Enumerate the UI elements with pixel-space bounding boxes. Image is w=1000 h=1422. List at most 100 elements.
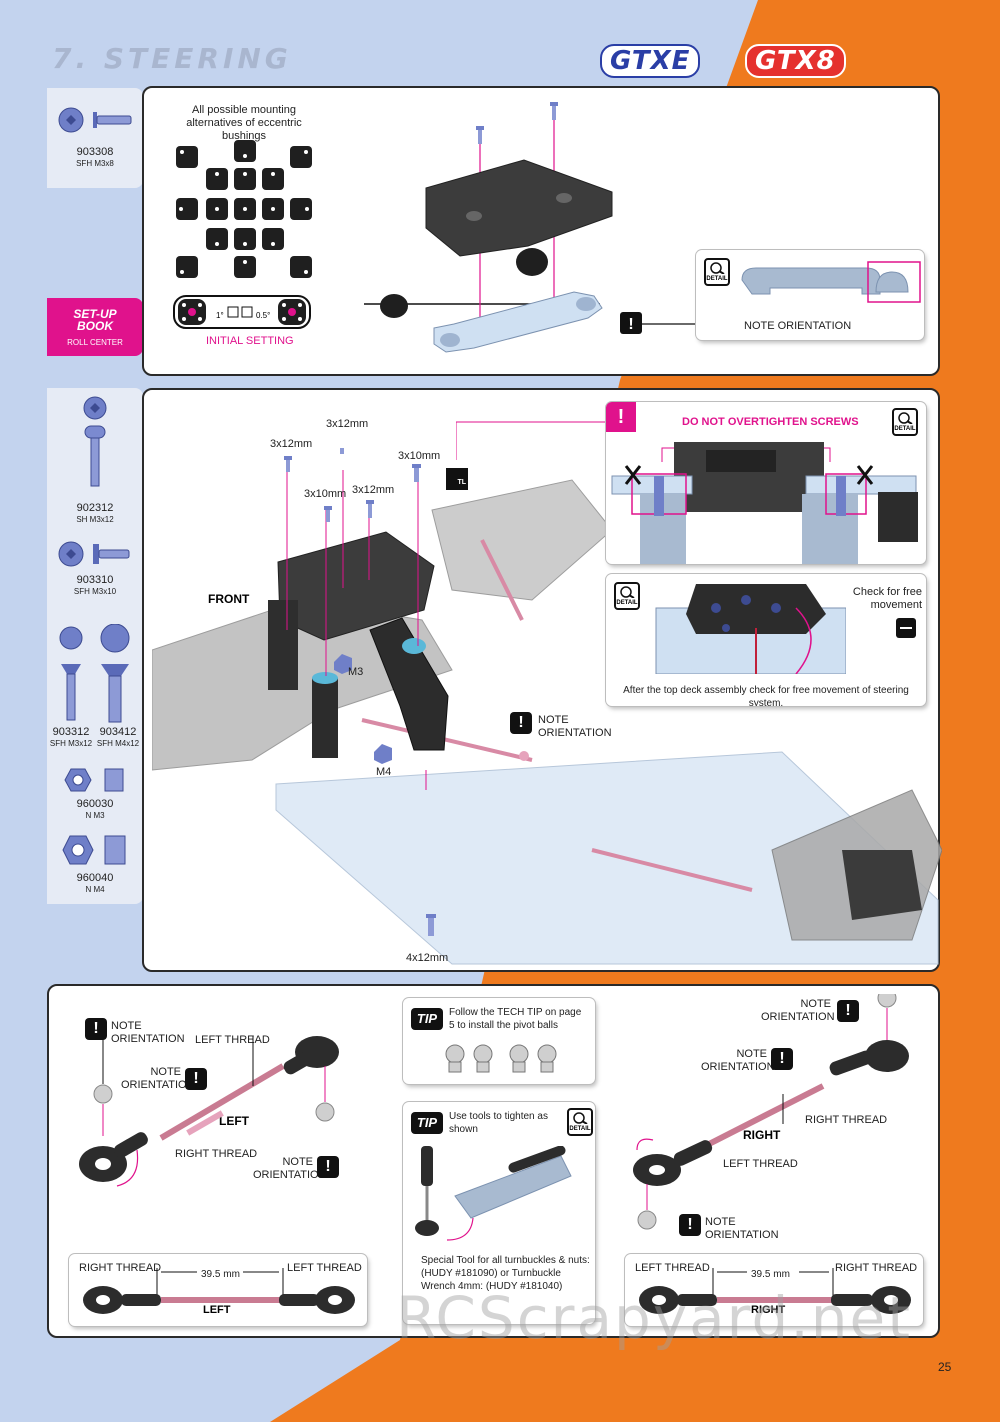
step3-panel: ! NOTE ORIENTATION LEFT THREAD NOTE ORIE… — [47, 984, 940, 1338]
right-thread-label: RIGHT THREAD — [835, 1262, 918, 1274]
eccentric-bushings-grid — [176, 140, 312, 278]
part-code: 903308 SFH M3x8 — [76, 146, 114, 168]
right-turnbuckle-exploded-diagram — [633, 994, 909, 1230]
left-thread-label: LEFT THREAD — [723, 1158, 798, 1170]
detail-icon: DETAIL — [704, 258, 730, 286]
detail-icon: DETAIL — [567, 1108, 593, 1136]
warning-connector-line — [456, 421, 606, 460]
detail-icon: DETAIL — [892, 408, 918, 436]
side-label-left: LEFT — [219, 1114, 249, 1128]
left-turnbuckle-exploded-diagram — [79, 1026, 339, 1187]
note-orientation-label: NOTE ORIENTATION — [705, 1216, 779, 1241]
step1-parts-panel: 903308 SFH M3x8 — [47, 88, 143, 188]
left-length-measure-box: RIGHT THREAD LEFT THREAD 39.5 mm LEFT — [69, 1254, 367, 1326]
warning-icon: ! — [771, 1048, 793, 1070]
screwdriver-icon — [896, 618, 916, 638]
chassis-steering-assembly-diagram — [152, 470, 942, 965]
tip-text: Follow the TECH TIP on page 5 to install… — [449, 1007, 582, 1031]
free-movement-diagram — [655, 584, 846, 674]
check-free-label: Check for free movement — [852, 586, 922, 611]
step1-panel: All possible mounting alternatives of ec… — [142, 86, 940, 376]
tip-badge: TIP — [411, 1008, 443, 1030]
right-turnbuckle-length-diagram — [639, 1268, 911, 1314]
section-title: 7. STEERING — [52, 42, 292, 75]
screw-label-3x10-a: 3x10mm — [398, 450, 441, 462]
setting-mark-2: 0.5° — [256, 311, 271, 320]
link-orientation-diagram — [741, 261, 921, 303]
brand-gtx8-logo: GTX8 — [745, 44, 846, 78]
side-label-right: RIGHT — [751, 1304, 786, 1316]
right-length-measure-box: LEFT THREAD RIGHT THREAD 39.5 mm RIGHT — [625, 1254, 923, 1326]
note-orientation-label: NOTE ORIENTATION — [761, 998, 835, 1023]
side-label-left: LEFT — [203, 1304, 231, 1316]
nut-label-m4: M4 — [376, 766, 392, 778]
warning-icon: ! — [85, 1018, 107, 1040]
overtighten-screws-diagram — [611, 442, 918, 564]
note-orientation-label: NOTE ORIENTATION — [111, 1020, 185, 1045]
initial-setting-label: INITIAL SETTING — [206, 335, 294, 347]
setup-book-badge[interactable]: SET-UP BOOK ROLL CENTER — [47, 298, 143, 356]
note-orientation-label: NOTE ORIENTATION — [121, 1066, 195, 1091]
overtighten-detail-box: ! DO NOT OVERTIGHTEN SCREWS DETAIL — [606, 402, 926, 564]
after-assembly-note: After the top deck assembly check for fr… — [623, 685, 909, 706]
top-screws-diagram — [284, 448, 374, 522]
side-label-right: RIGHT — [743, 1128, 781, 1142]
screw-sh-m3x12-icon — [83, 396, 107, 487]
note-orientation-label: NOTE ORIENTATION — [253, 1156, 327, 1181]
right-thread-label: RIGHT THREAD — [175, 1148, 258, 1160]
nut-m3-icon — [64, 768, 124, 792]
warning-icon: ! — [510, 712, 532, 734]
orientation-detail-box: DETAIL NOTE ORIENTATION — [696, 250, 924, 340]
left-turnbuckle-length-diagram — [83, 1268, 355, 1314]
right-thread-label: RIGHT THREAD — [79, 1262, 162, 1274]
watermark: RCScrapyard.net — [396, 1284, 912, 1352]
left-thread-label: LEFT THREAD — [287, 1262, 362, 1274]
screw-label-3x12-a: 3x12mm — [270, 438, 313, 450]
free-movement-detail-box: DETAIL Check for free movement After the… — [606, 574, 926, 706]
setting-mark-1: 1° — [216, 311, 224, 320]
overtighten-warning: DO NOT OVERTIGHTEN SCREWS — [682, 416, 859, 428]
screw-sfh-m3x10-icon — [58, 541, 130, 567]
tip-text: Use tools to tighten as shown — [449, 1111, 548, 1135]
front-label: FRONT — [208, 592, 250, 606]
nut-m4-icon — [62, 835, 126, 865]
tool-tl-icon: TL — [446, 468, 468, 490]
pivot-balls-icons — [445, 1044, 557, 1073]
length-label: 39.5 mm — [201, 1269, 240, 1280]
step2-panel: 3x12mm 3x12mm 3x10mm 3x10mm 3x12mm 4x12m… — [142, 388, 942, 972]
length-label: 39.5 mm — [751, 1269, 790, 1280]
warning-icon: ! — [837, 1000, 859, 1022]
turnbuckle-wrench-diagram — [415, 1146, 572, 1241]
screw-label-3x12-c: 3x12mm — [352, 484, 395, 496]
screw-sfh-m3x8-icon — [58, 107, 132, 133]
note-orientation-label: NOTE ORIENTATION — [744, 320, 852, 332]
initial-setting-diagram — [173, 295, 311, 329]
right-thread-label: RIGHT THREAD — [805, 1114, 888, 1126]
note-orientation-label: NOTE ORIENTATION — [538, 714, 612, 739]
screw-label-3x10-b: 3x10mm — [304, 488, 347, 500]
warning-icon: ! — [679, 1214, 701, 1236]
detail-icon: DETAIL — [614, 582, 640, 610]
screw-label-4x12: 4x12mm — [406, 952, 449, 964]
note-orientation-label: NOTE ORIENTATION — [701, 1048, 775, 1073]
nut-label-m3: M3 — [348, 666, 364, 678]
mounting-caption: All possible mounting alternatives of ec… — [186, 104, 302, 142]
tip-tools-box: TIP Use tools to tighten as shown DETAIL… — [403, 1102, 595, 1324]
warning-icon: ! — [185, 1068, 207, 1090]
warning-icon: ! — [317, 1156, 339, 1178]
warning-icon: ! — [606, 402, 636, 432]
screw-label-3x12-b: 3x12mm — [326, 418, 369, 430]
special-tool-note: Special Tool for all turnbuckles & nuts:… — [421, 1255, 590, 1292]
tip-badge: TIP — [411, 1112, 443, 1134]
svg-text:!: ! — [628, 316, 633, 333]
left-thread-label: LEFT THREAD — [635, 1262, 710, 1274]
steering-bridge-exploded-diagram: ! — [364, 102, 740, 353]
screw-3x10-icon — [412, 464, 421, 482]
brand-gtxe-logo: GTXE — [600, 44, 701, 78]
